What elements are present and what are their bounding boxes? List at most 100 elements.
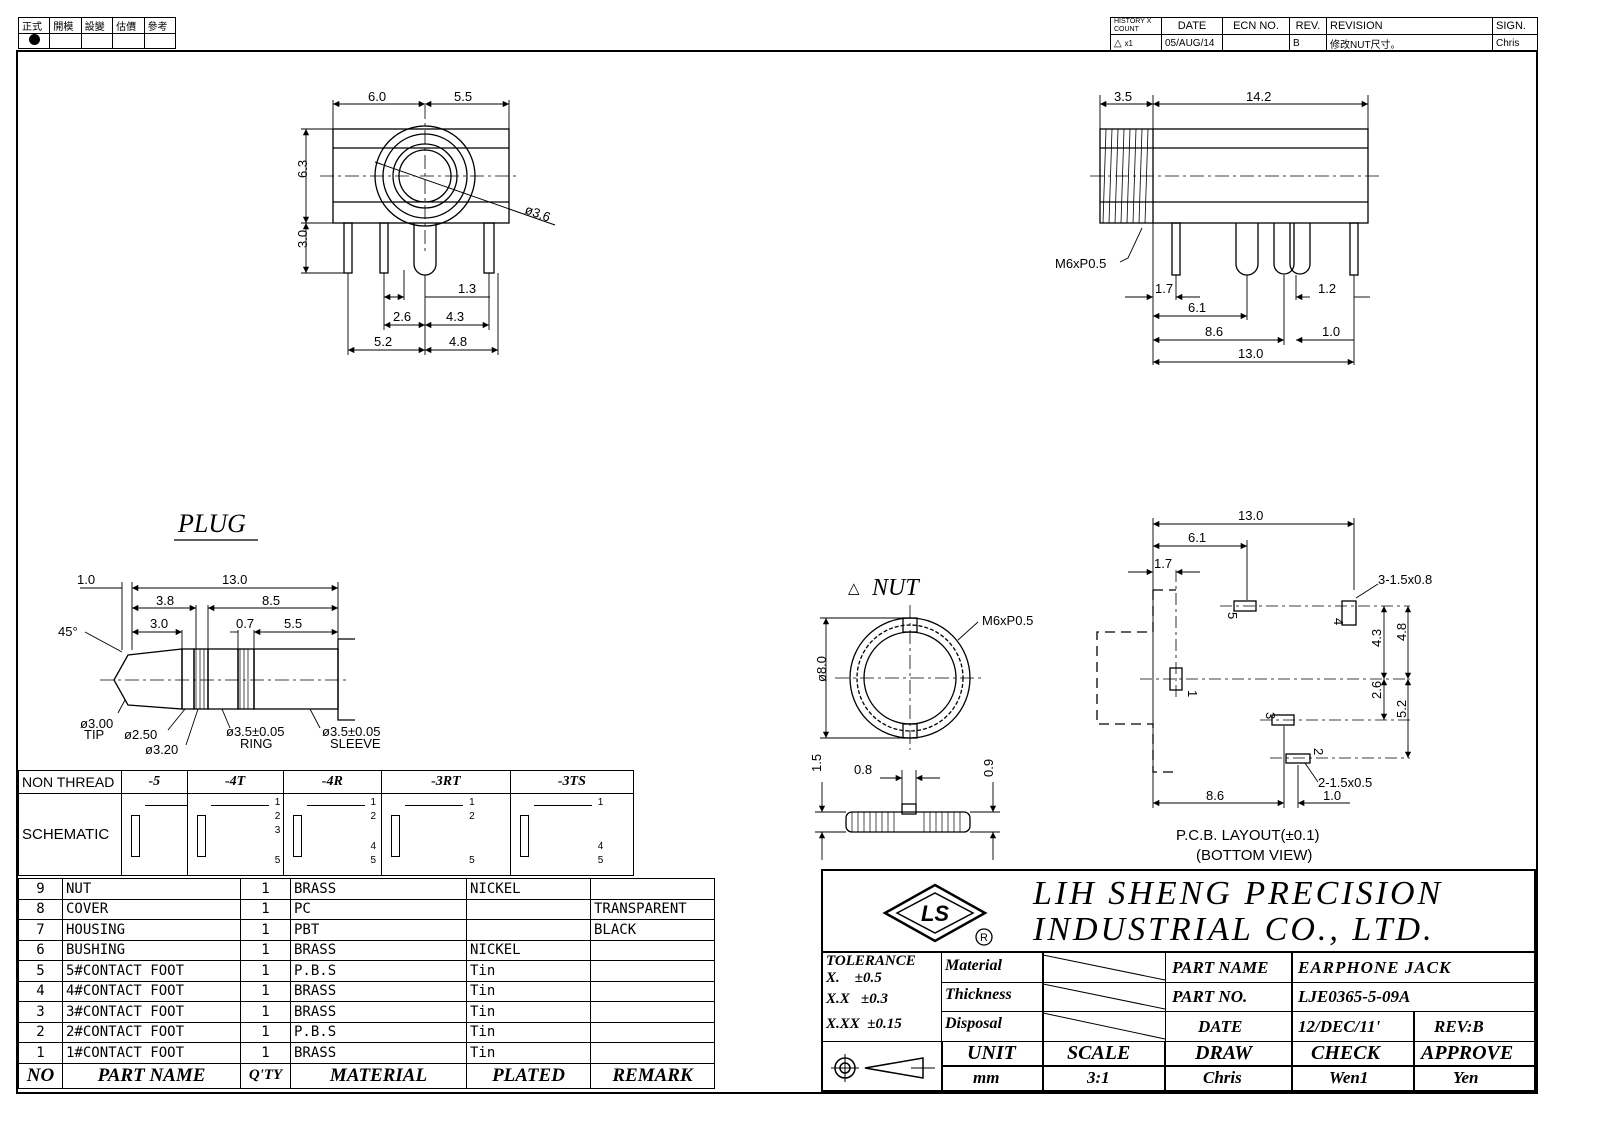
bom-part-name: HOUSING — [62, 919, 241, 941]
pin-number: 5 — [469, 854, 475, 866]
variant-header: -3TS — [509, 770, 635, 794]
dim-label: 1.0 — [77, 572, 95, 587]
pin-number: 2 — [370, 810, 377, 822]
pin-number: 4 — [370, 840, 377, 852]
dim-label: 1.7 — [1154, 556, 1172, 571]
bom-material: BRASS — [290, 1001, 467, 1023]
bom-header: NO — [18, 1062, 63, 1089]
bom-part-name: 4#CONTACT FOOT — [62, 980, 241, 1002]
pin-number: 5 — [370, 854, 377, 866]
pin-number: 1 — [1185, 690, 1200, 697]
dim-label: 1.7 — [1155, 281, 1173, 296]
bom-remark — [590, 878, 715, 900]
material-row: Material — [941, 953, 1166, 983]
dim-label: 4.8 — [449, 334, 467, 349]
dim-label: 1.3 — [458, 281, 476, 296]
pin-number: 2 — [1311, 748, 1326, 755]
part-no-value: LJE0365-5-09A — [1298, 987, 1411, 1006]
bom-no: 1 — [18, 1042, 63, 1064]
schematic-cell: 1 4 5 — [509, 793, 635, 876]
title-block: LS R LIH SHENG PRECISION INDUSTRIAL CO.,… — [821, 869, 1536, 1092]
company-logo: LS R — [882, 883, 993, 946]
pin-number: 2 — [469, 810, 475, 822]
date-row: DATE 12/DEC/11' REV:B — [1166, 1011, 1534, 1041]
triangle-icon: △ — [848, 580, 860, 597]
plug-view — [80, 582, 355, 746]
pin-number: 1 — [597, 796, 604, 808]
drawing-border — [16, 50, 1538, 1094]
bom-plated — [466, 919, 591, 941]
dim-label: 1.0 — [1323, 788, 1341, 803]
bom-material: BRASS — [290, 980, 467, 1002]
bom-material: BRASS — [290, 1042, 467, 1064]
bom-material: BRASS — [290, 878, 467, 900]
dim-label: 3.0 — [150, 616, 168, 631]
schematic-header-first: NON THREAD — [18, 770, 122, 794]
bom-part-name: 3#CONTACT FOOT — [62, 1001, 241, 1023]
dim-label: ø8.0 — [814, 656, 829, 682]
bom-qty: 1 — [240, 1042, 291, 1064]
jack-schematic-icon — [292, 814, 302, 857]
hole-label: 2-1.5x0.5 — [1318, 775, 1372, 790]
bom-header-row: NO PART NAME Q'TY MATERIAL PLATED REMARK — [18, 1062, 715, 1089]
bom-part-name: 2#CONTACT FOOT — [62, 1021, 241, 1043]
dim-label: 13.0 — [222, 572, 247, 587]
dim-label: SLEEVE — [330, 736, 381, 751]
bom-part-name: BUSHING — [62, 939, 241, 961]
schematic-cell: 1 2 4 5 — [282, 793, 383, 876]
thread-label: M6xP0.5 — [1055, 256, 1106, 271]
bom-header: PART NAME — [62, 1062, 241, 1089]
scale-label: SCALE — [1067, 1042, 1131, 1064]
dim-label: 6.3 — [295, 160, 310, 178]
angle-label: 45° — [58, 624, 78, 639]
dim-label: 0.7 — [236, 616, 254, 631]
pcb-layout — [1096, 518, 1412, 808]
bom-no: 9 — [18, 878, 63, 900]
bom-no: 8 — [18, 898, 63, 920]
bom-no: 6 — [18, 939, 63, 961]
bom-plated: Tin — [466, 1042, 591, 1064]
check-label: CHECK — [1311, 1042, 1380, 1064]
plug-title: PLUG — [177, 509, 246, 538]
bom-plated: Tin — [466, 980, 591, 1002]
logo-text: LS — [921, 901, 949, 926]
tolerance-x: X. ±0.5 — [826, 970, 882, 986]
bom-part-name: 5#CONTACT FOOT — [62, 960, 241, 982]
dim-label: 8.5 — [262, 593, 280, 608]
company-name-1: LIH SHENG PRECISION — [1033, 875, 1444, 912]
pin-number: 1 — [274, 796, 281, 808]
bottom-row: UNIT SCALE DRAW CHECK APPROVE mm 3:1 Chr… — [823, 1041, 1534, 1091]
triangle-icon: △ — [1114, 37, 1122, 49]
pin-number: 2 — [274, 810, 281, 822]
bom-qty: 1 — [240, 919, 291, 941]
front-view — [301, 100, 556, 355]
filled-dot-icon — [28, 34, 40, 45]
jack-schematic-icon — [131, 814, 140, 857]
bom-header: Q'TY — [240, 1062, 291, 1089]
revision-block: HISTORY X COUNT DATE ECN NO. REV. REVISI… — [1110, 17, 1538, 52]
variant-header: -4T — [186, 770, 284, 794]
bom-qty: 1 — [240, 1021, 291, 1043]
dim-label: ø3.00 — [80, 716, 113, 731]
bom-qty: 1 — [240, 960, 291, 982]
bom-no: 2 — [18, 1021, 63, 1043]
schematic-cell: 1 2 5 — [381, 793, 511, 876]
bom-header: MATERIAL — [290, 1062, 467, 1089]
part-no-row: PART NO. LJE0365-5-09A — [1166, 982, 1534, 1012]
bom-material: P.B.S — [290, 1021, 467, 1043]
dim-label: ø3.6 — [523, 202, 553, 225]
dim-label: 6.1 — [1188, 530, 1206, 545]
bom-qty: 1 — [240, 939, 291, 961]
pin-number: 5 — [274, 854, 281, 866]
bom-no: 3 — [18, 1001, 63, 1023]
hole-label: 3-1.5x0.8 — [1378, 572, 1432, 587]
jack-schematic-icon — [196, 814, 206, 857]
bom-remark: BLACK — [590, 919, 715, 941]
dim-label: 6.0 — [368, 89, 386, 104]
dim-label: 0.8 — [854, 762, 872, 777]
dim-label: 4.8 — [1394, 623, 1409, 641]
